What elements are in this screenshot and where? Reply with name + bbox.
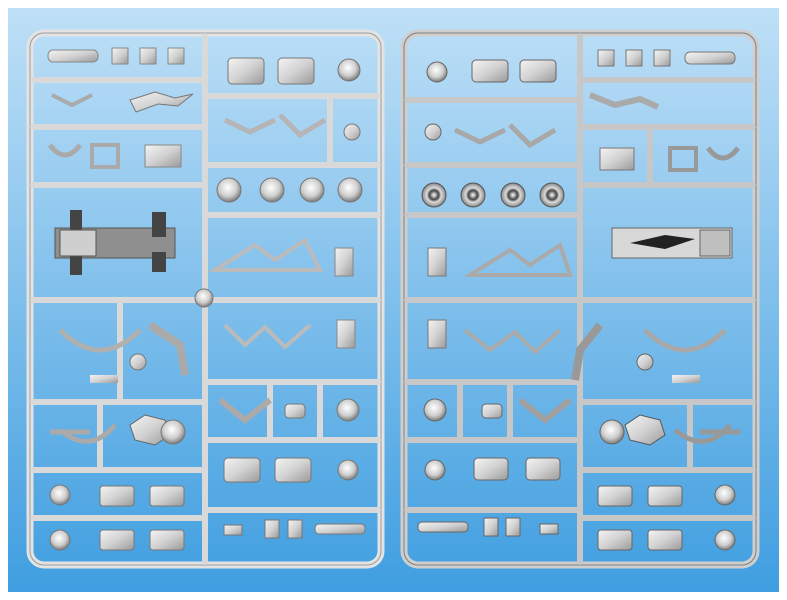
disc-part-icon <box>714 484 736 506</box>
tank-part-icon <box>223 457 261 483</box>
tube-part-icon <box>684 51 736 65</box>
plate-part-icon <box>264 519 280 539</box>
wheel-part-icon <box>500 182 526 208</box>
seat-part-icon <box>144 144 182 168</box>
leg-part-icon <box>147 321 189 376</box>
disc-part-icon <box>49 484 71 506</box>
tank-part-icon <box>525 457 561 481</box>
disc-part-icon <box>423 398 447 422</box>
disc-part-icon <box>336 398 360 422</box>
tank-part-icon <box>597 529 633 551</box>
cylinder-part-icon <box>284 403 306 419</box>
disc-part-icon <box>49 529 71 551</box>
tank-part-icon <box>597 485 633 507</box>
radiator-part-icon <box>334 247 354 277</box>
wheel-part-icon <box>539 182 565 208</box>
plate-part-icon <box>653 49 671 67</box>
wheel-part-icon <box>299 177 325 203</box>
plate-part-icon <box>505 517 521 537</box>
cylinder-part-icon <box>481 403 503 419</box>
disc-part-icon <box>337 459 359 481</box>
wheel-part-icon <box>337 177 363 203</box>
wheel-part-icon <box>216 177 242 203</box>
knob-part-icon <box>129 353 147 371</box>
plate-part-icon <box>287 519 303 539</box>
rod-part-icon <box>90 375 118 383</box>
leg-part-icon <box>571 322 604 381</box>
radiator-part-icon <box>427 319 447 349</box>
tube-part-icon <box>47 49 99 63</box>
frame-part-icon <box>90 143 120 169</box>
lamp-part-icon <box>343 123 361 141</box>
sprue-left <box>26 29 385 569</box>
plate-part-icon <box>139 47 157 65</box>
tube-part-icon <box>314 523 366 535</box>
truss-part-icon <box>208 237 324 272</box>
plate-part-icon <box>597 49 615 67</box>
engine-part-icon <box>624 414 666 446</box>
tank-part-icon <box>277 57 315 85</box>
arm-part-icon <box>223 113 327 139</box>
lamp-part-icon <box>424 123 442 141</box>
tank-part-icon <box>274 457 312 483</box>
fork-part-icon <box>643 328 727 353</box>
sprue-right <box>400 29 760 569</box>
bracket-part-icon <box>48 143 82 158</box>
tank-part-icon <box>647 485 683 507</box>
flywheel-part-icon <box>599 419 625 445</box>
chassis-part-icon <box>54 210 176 275</box>
radiator-part-icon <box>427 247 447 277</box>
truss-part-icon <box>463 241 573 277</box>
right-parts <box>417 49 740 551</box>
arm-part-icon <box>453 123 557 149</box>
tank-part-icon <box>99 529 135 551</box>
disc-part-icon <box>424 459 446 481</box>
wheel-part-icon <box>460 182 486 208</box>
arm-part-icon <box>218 397 272 424</box>
tank-part-icon <box>647 529 683 551</box>
wheel-part-icon <box>421 182 447 208</box>
disc-part-icon <box>426 61 448 83</box>
tank-part-icon <box>99 485 135 507</box>
tank-part-icon <box>471 59 509 83</box>
figure-part-icon <box>588 92 660 110</box>
seat-part-icon <box>599 147 635 171</box>
plate-part-icon <box>625 49 643 67</box>
flywheel-part-icon <box>160 419 186 445</box>
truss-part-icon <box>223 323 312 350</box>
bolt-part-icon <box>539 523 559 535</box>
rod-part-icon <box>672 375 700 383</box>
tank-part-icon <box>227 57 265 85</box>
plate-part-icon <box>167 47 185 65</box>
lever-part-icon <box>51 93 93 108</box>
bracket-part-icon <box>706 146 740 161</box>
plate-part-icon <box>483 517 499 537</box>
handlebar-part-icon <box>50 423 117 444</box>
chassis-part-icon <box>611 227 733 259</box>
hub-part-icon <box>194 288 214 308</box>
disc-part-icon <box>714 529 736 551</box>
bolt-part-icon <box>223 524 243 536</box>
disc-part-icon <box>337 58 361 82</box>
tube-part-icon <box>417 521 469 533</box>
frame-part-icon <box>668 146 698 172</box>
wheel-part-icon <box>259 177 285 203</box>
arm-part-icon <box>518 397 572 424</box>
knob-part-icon <box>636 353 654 371</box>
figure-part-icon <box>129 91 194 113</box>
tank-part-icon <box>149 529 185 551</box>
tank-part-icon <box>149 485 185 507</box>
radiator-part-icon <box>336 319 356 349</box>
tank-part-icon <box>519 59 557 83</box>
plate-part-icon <box>111 47 129 65</box>
truss-part-icon <box>463 328 562 355</box>
handlebar-part-icon <box>673 423 740 444</box>
tank-part-icon <box>473 457 509 481</box>
fork-part-icon <box>58 328 142 353</box>
left-parts <box>47 47 366 551</box>
